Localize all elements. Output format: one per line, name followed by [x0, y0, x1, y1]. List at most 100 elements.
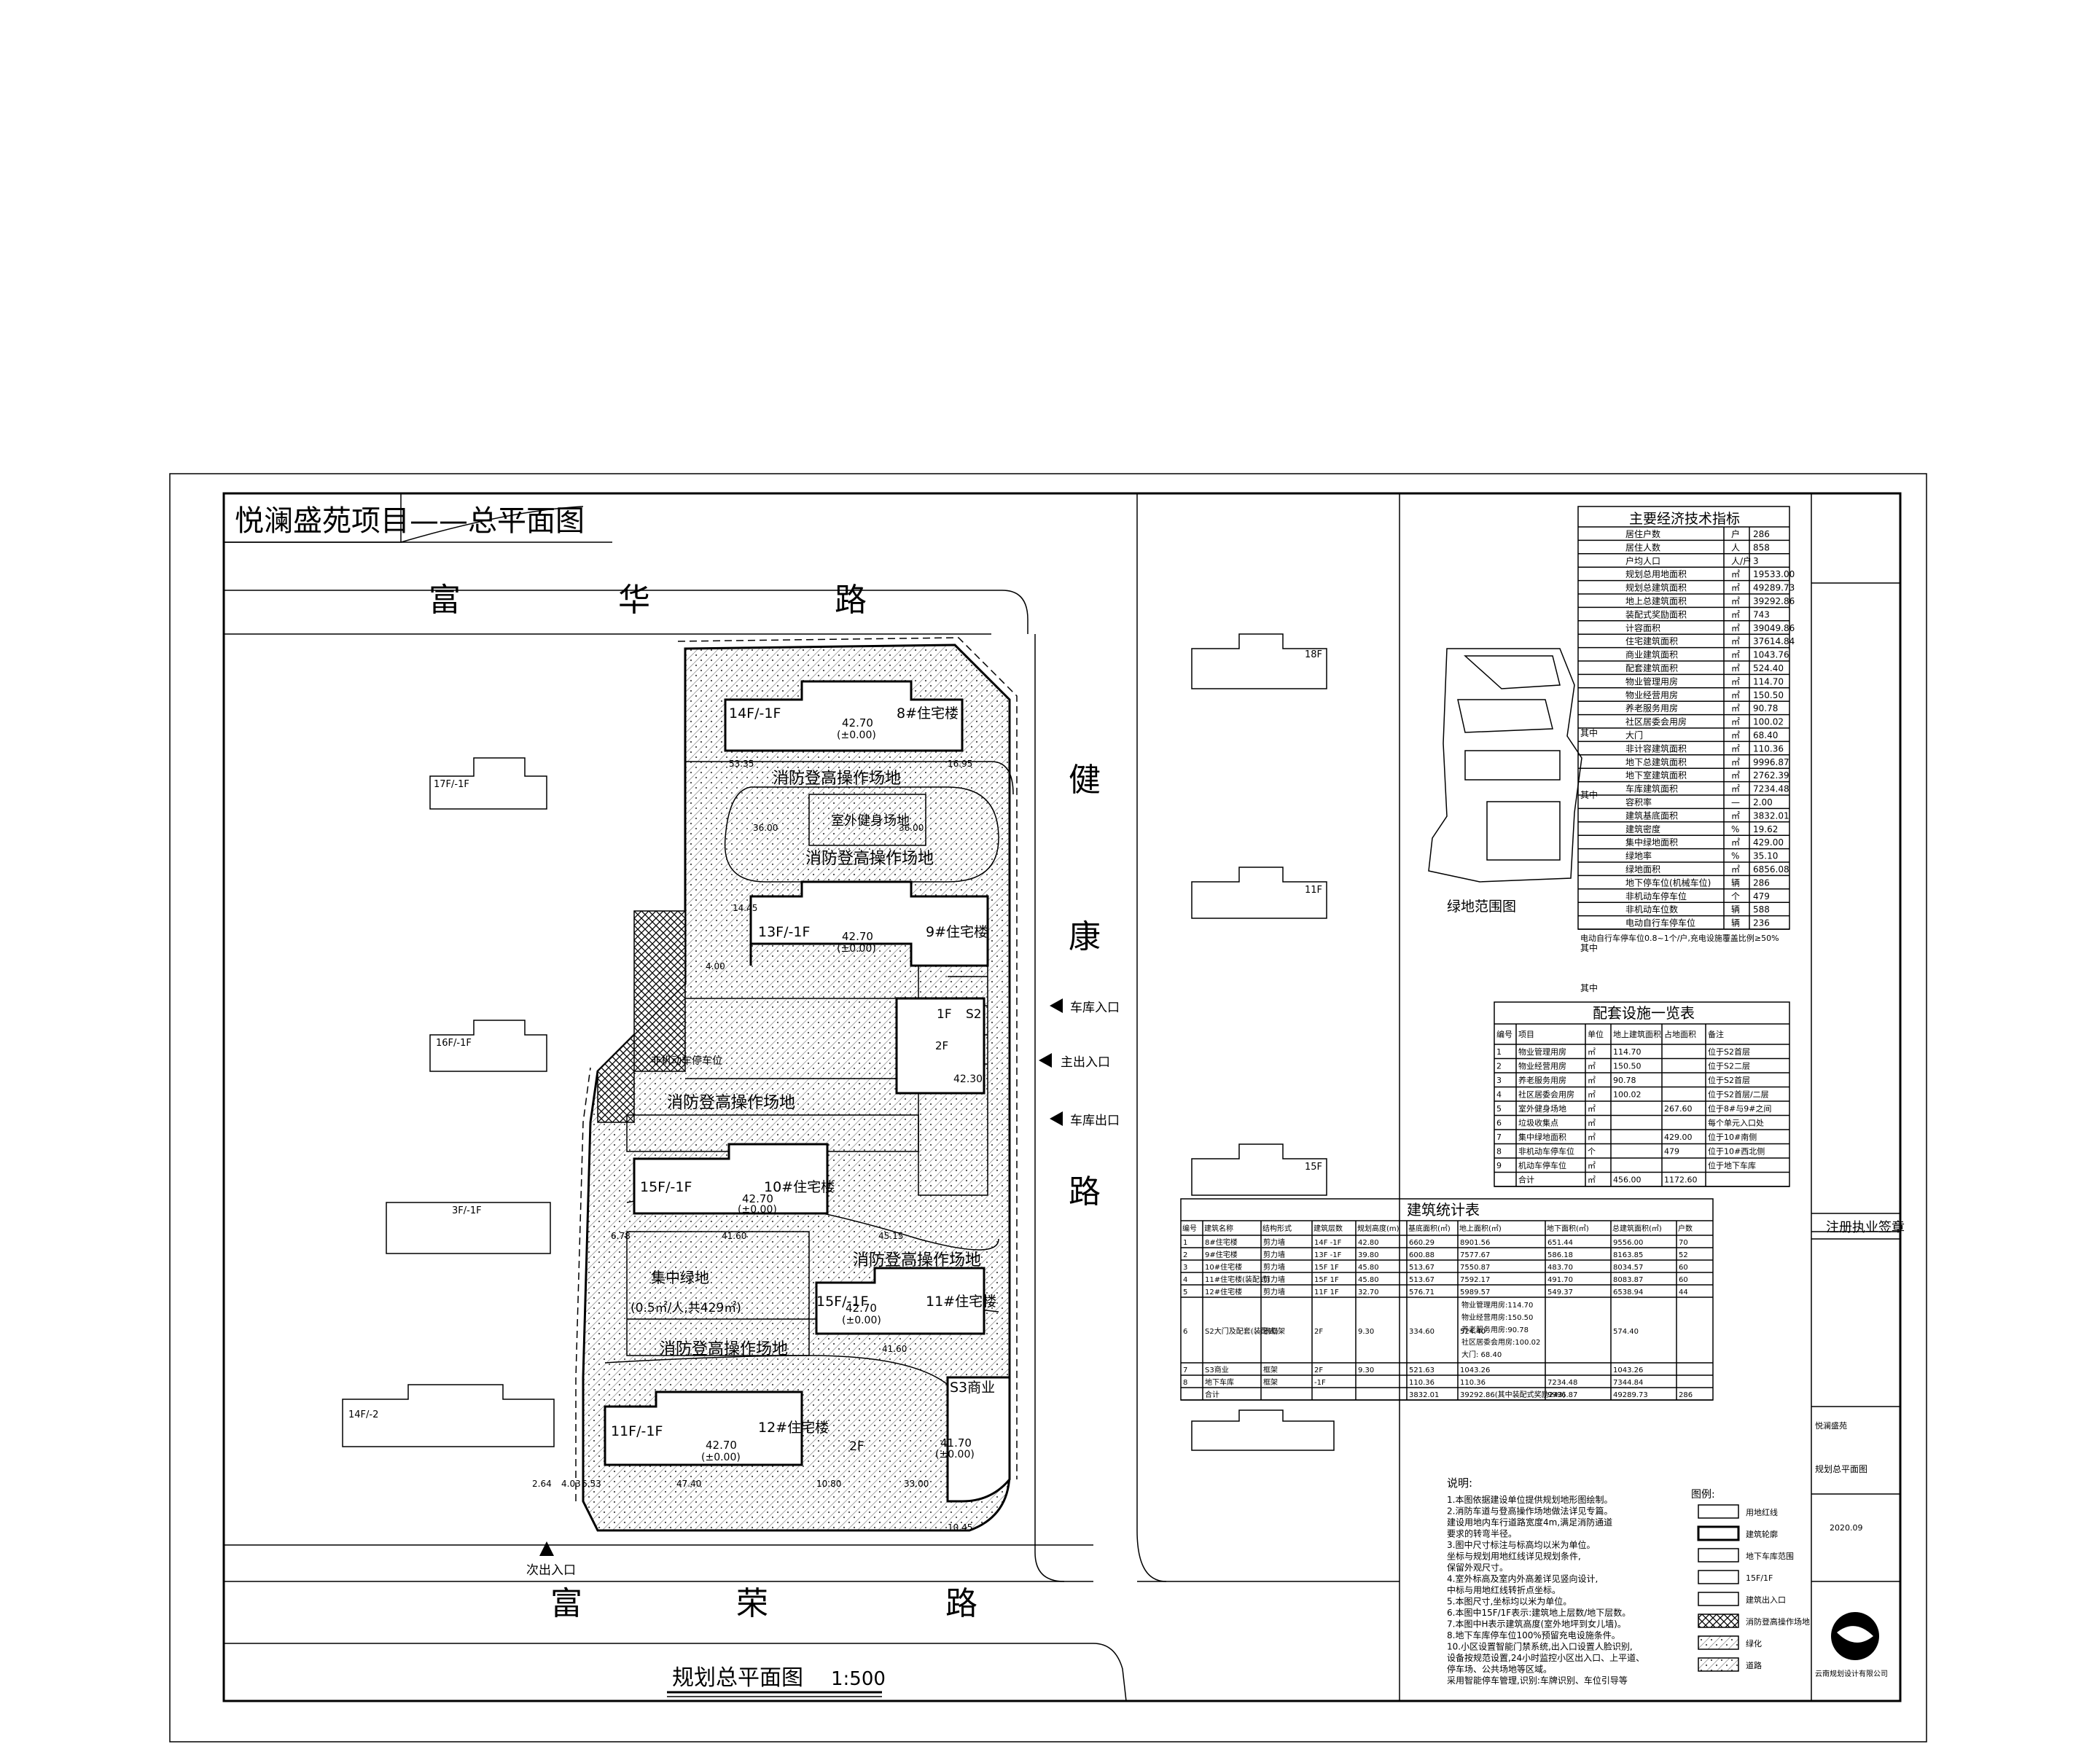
- note-line: 4.室外标高及室内外高差详见竖向设计,: [1447, 1573, 1598, 1584]
- svg-text:10.45: 10.45: [948, 1522, 972, 1533]
- facilities-cell: 5: [1496, 1104, 1502, 1114]
- facilities-title: 配套设施一览表: [1593, 1004, 1695, 1022]
- stats-title: 建筑统计表: [1407, 1201, 1480, 1219]
- svg-text:33.00: 33.00: [904, 1479, 929, 1489]
- econ-row-unit: %: [1731, 851, 1739, 861]
- note-line: 保留外观尺寸。: [1447, 1563, 1508, 1573]
- stats-header: 编号: [1182, 1224, 1197, 1233]
- entrance-secondary: 次出入口: [526, 1541, 576, 1578]
- econ-row-value: 7234.48: [1753, 784, 1789, 794]
- stats-s2-detail: 社区居委会用房:100.02: [1461, 1337, 1540, 1347]
- legend-item: 建筑轮廓: [1746, 1529, 1778, 1539]
- econ-row-label: 物业管理用房: [1625, 676, 1678, 687]
- stats-cell: 8034.57: [1613, 1264, 1643, 1272]
- note-line: 5.本图尺寸,坐标均以米为单位。: [1447, 1596, 1572, 1607]
- stats-cell: 框架: [1263, 1365, 1278, 1374]
- building-s3: S3商业 41.70 (±0.00) 2F: [849, 1376, 1011, 1503]
- econ-row-value: 19533.00: [1753, 569, 1795, 579]
- bicycle-label: 非机动车停车位: [651, 1055, 722, 1067]
- building-9: 13F/-1F 9#住宅楼 42.70 (±0.00): [749, 880, 989, 967]
- stats-header: 基底面积(㎡): [1408, 1224, 1451, 1233]
- stats-cell: 1043.26: [1460, 1366, 1490, 1374]
- econ-row-label: 商业建筑面积: [1625, 649, 1678, 660]
- svg-text:36.00: 36.00: [753, 823, 778, 833]
- stats-cell: 9.30: [1358, 1328, 1374, 1336]
- svg-text:注册执业签章: 注册执业签章: [1826, 1220, 1905, 1235]
- econ-row-unit: ㎡: [1731, 837, 1740, 848]
- neighbor-e3: 15F: [1191, 1143, 1327, 1196]
- stats-cell: 合计: [1205, 1390, 1219, 1399]
- stats-header: 结构形式: [1262, 1224, 1292, 1233]
- svg-text:17F/-1F: 17F/-1F: [434, 779, 469, 790]
- stats-cell: 586.18: [1547, 1251, 1573, 1259]
- legend-item: 15F/1F: [1746, 1573, 1773, 1583]
- svg-text:图例:: 图例:: [1691, 1489, 1715, 1501]
- svg-text:41.70: 41.70: [940, 1436, 972, 1450]
- stats-cell: 491.70: [1547, 1276, 1573, 1284]
- econ-row-label: 绿地面积: [1625, 864, 1660, 875]
- svg-text:42.70: 42.70: [742, 1192, 773, 1205]
- econ-row-unit: 人: [1731, 542, 1740, 552]
- legend-item: 地下车库范围: [1746, 1551, 1794, 1561]
- econ-row-label: 户均人口: [1625, 555, 1660, 566]
- econ-row-label: 地下总建筑面积: [1625, 756, 1687, 767]
- facilities-cell: 垃圾收集点: [1518, 1118, 1558, 1128]
- facilities-cell: 物业经营用房: [1518, 1061, 1566, 1071]
- econ-row-value: 39049.86: [1753, 623, 1795, 633]
- green-detail: (0.5㎡/人,共429㎡): [631, 1301, 741, 1315]
- facilities-cell: 3: [1496, 1076, 1502, 1085]
- econ-row-label: 电动自行车停车位: [1625, 918, 1695, 928]
- stats-cell: 7550.87: [1460, 1264, 1490, 1272]
- facilities-cell: 8: [1496, 1147, 1502, 1157]
- facilities-cell: 位于S2二层: [1708, 1061, 1750, 1071]
- facilities-cell: 位于地下车库: [1708, 1160, 1756, 1170]
- entrance-garage-in: 车库入口: [1050, 998, 1120, 1015]
- note-line: 要求的转弯半径。: [1447, 1528, 1517, 1539]
- stats-cell: 70: [1679, 1239, 1688, 1247]
- econ-row-value: 90.78: [1753, 703, 1778, 713]
- note-line: 8.地下车库停车位100%预留充电设施条件。: [1447, 1630, 1620, 1640]
- building-12: 11F/-1F 12#住宅楼 42.70 (±0.00): [604, 1391, 829, 1466]
- facilities-cell: 100.02: [1613, 1090, 1642, 1100]
- facilities-cell: 1172.60: [1664, 1176, 1698, 1185]
- econ-row-value: 49289.73: [1753, 583, 1795, 593]
- econ-row-unit: %: [1731, 824, 1739, 834]
- stats-cell: 6: [1183, 1328, 1187, 1336]
- econ-row-unit: ㎡: [1731, 717, 1740, 727]
- facilities-header: 备注: [1708, 1029, 1724, 1039]
- econ-row-label: 居住户数: [1625, 528, 1660, 539]
- legend-item: 道路: [1746, 1660, 1762, 1670]
- stats-cell: 7577.67: [1460, 1251, 1490, 1259]
- econ-row-unit: ㎡: [1731, 569, 1740, 579]
- stats-cell: 524.40: [1460, 1328, 1486, 1336]
- econ-row-unit: 辆: [1731, 918, 1740, 928]
- facilities-header: 地上建筑面积: [1613, 1029, 1661, 1039]
- econ-row-value: 35.10: [1753, 851, 1778, 861]
- stats-cell: 5989.57: [1460, 1288, 1490, 1296]
- facilities-cell: 位于S2首层: [1708, 1047, 1750, 1057]
- note-line: 10.小区设置智能门禁系统,出入口设置人脸识别,: [1447, 1641, 1633, 1652]
- econ-row-label: 非机动车位数: [1625, 904, 1678, 915]
- svg-text:(±0.00): (±0.00): [738, 1204, 777, 1216]
- econ-row-value: 286: [1753, 877, 1770, 888]
- econ-row-value: 9996.87: [1753, 757, 1789, 767]
- stats-cell: 3832.01: [1409, 1391, 1439, 1399]
- econ-row-value: 19.62: [1753, 824, 1778, 834]
- svg-text:2F: 2F: [935, 1039, 948, 1052]
- econ-row-label: 车库建筑面积: [1625, 783, 1678, 794]
- stats-header: 总建筑面积(㎡): [1612, 1224, 1662, 1233]
- facilities-cell: 4: [1496, 1090, 1502, 1100]
- note-line: 停车场、公共场地等区域。: [1447, 1664, 1552, 1675]
- econ-row-label: 非机动车停车位: [1625, 891, 1687, 901]
- svg-text:3F/-1F: 3F/-1F: [452, 1205, 482, 1216]
- econ-row-value: 858: [1753, 542, 1770, 552]
- svg-text:2020.09: 2020.09: [1830, 1523, 1863, 1533]
- svg-text:42.30: 42.30: [953, 1073, 983, 1085]
- stats-cell: 框架: [1263, 1377, 1278, 1387]
- econ-row-unit: ㎡: [1731, 583, 1740, 593]
- road-south-3: 路: [945, 1585, 977, 1622]
- svg-text:42.70: 42.70: [846, 1302, 877, 1315]
- road-east-3: 路: [1069, 1173, 1101, 1211]
- svg-text:41.60: 41.60: [722, 1231, 746, 1241]
